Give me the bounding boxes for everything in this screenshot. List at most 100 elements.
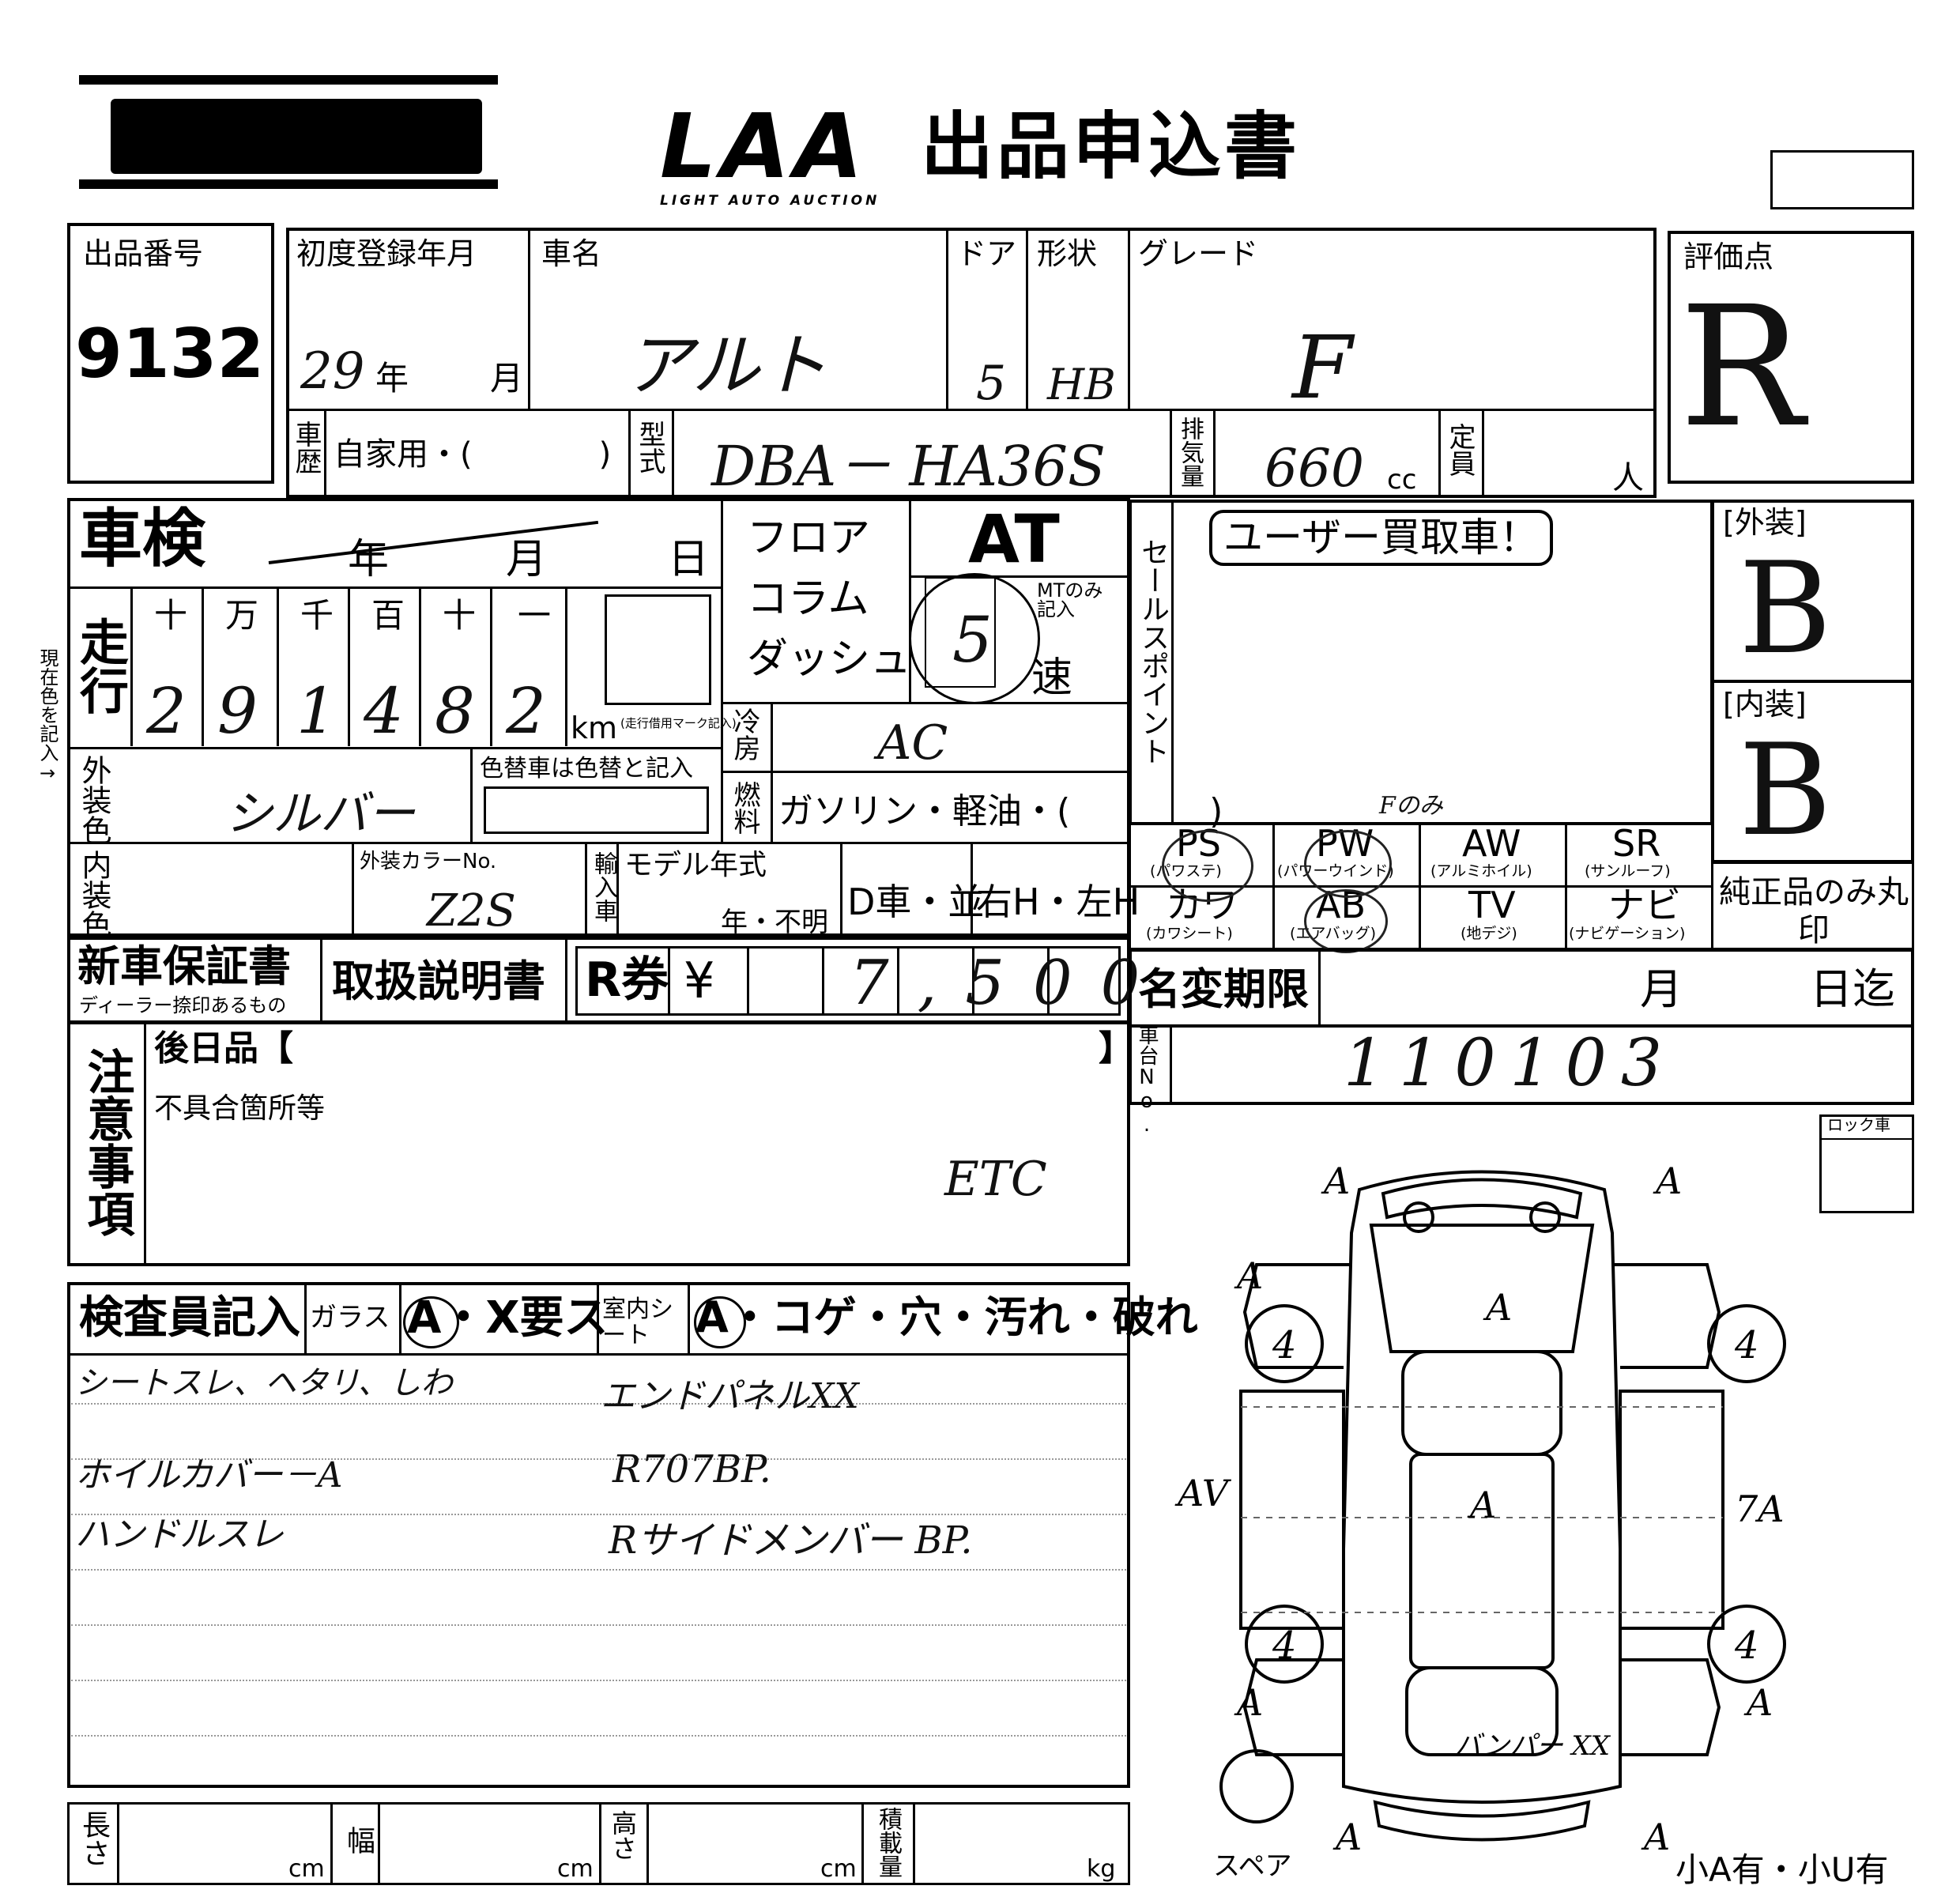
fuel-label: 燃料 bbox=[729, 781, 760, 835]
chassis-value: 110103 bbox=[1344, 1026, 1677, 1101]
tire-value-fr: 4 bbox=[1734, 1323, 1759, 1367]
lock-car-box bbox=[1819, 1114, 1914, 1213]
doors-label: ドア bbox=[956, 236, 1017, 271]
seat-circle bbox=[694, 1296, 746, 1348]
equip-circle-ps bbox=[1162, 830, 1253, 902]
blank-top-box bbox=[1770, 150, 1914, 209]
digit-header-1: 十 bbox=[154, 596, 188, 635]
shape-label: 形状 bbox=[1037, 236, 1098, 271]
mark-left-door: AV bbox=[1174, 1472, 1232, 1514]
tire-value-rr: 4 bbox=[1734, 1624, 1759, 1668]
user-buyback-badge: ユーザー買取車！ bbox=[1209, 510, 1553, 566]
model-year-label: モデル年式 bbox=[624, 849, 767, 881]
inspector-note-right-1: エンドパネルXX bbox=[601, 1376, 859, 1416]
equip-aw: AW bbox=[1462, 822, 1521, 865]
recycle-amount: 7,500 bbox=[850, 948, 1169, 1019]
sales-point-label: セールスポイント bbox=[1136, 537, 1169, 765]
later-items-close: 】 bbox=[1099, 1028, 1133, 1069]
dim-height-unit: cm bbox=[820, 1855, 857, 1883]
aircon-label: 冷房 bbox=[729, 707, 760, 761]
mileage-mark-box bbox=[605, 594, 711, 705]
equip-circle-ab bbox=[1304, 889, 1388, 953]
color-no-value: Z2S bbox=[427, 885, 516, 937]
model-year-options: 年・不明 bbox=[721, 907, 828, 938]
lot-box bbox=[67, 223, 274, 484]
displacement-unit: cc bbox=[1387, 464, 1417, 496]
recycle-box bbox=[575, 946, 1121, 1016]
page-title: 出品申込書 bbox=[921, 104, 1301, 189]
speed-circle bbox=[909, 573, 1040, 704]
mileage-digit-2: 9 bbox=[217, 674, 258, 748]
inspector-note-right-3: Rサイドメンバー BP. bbox=[609, 1518, 973, 1563]
exterior-grade-value: B bbox=[1739, 534, 1832, 682]
displacement-value: 660 bbox=[1265, 438, 1364, 499]
tire-value-rl: 4 bbox=[1272, 1624, 1297, 1668]
tire-rear-left bbox=[1245, 1605, 1324, 1684]
exterior-color-label: 外装色 bbox=[77, 755, 111, 845]
name-change-month: 月 bbox=[1640, 964, 1683, 1014]
spare-tire bbox=[1219, 1749, 1294, 1823]
inspector-note-left-2: ホイルカバー－A bbox=[75, 1455, 343, 1495]
headlight-right bbox=[1529, 1201, 1561, 1233]
model-type-label: 型式 bbox=[634, 421, 665, 474]
mileage-digit-3: 1 bbox=[296, 674, 337, 748]
color-side-note: 現在色を記入→ bbox=[36, 648, 58, 784]
mark-front-left: A bbox=[1321, 1160, 1350, 1202]
equip-navi: ナビ bbox=[1608, 884, 1681, 926]
grade-label: グレード bbox=[1138, 236, 1259, 271]
redacted-stamp bbox=[79, 75, 498, 194]
history-label: 車歴 bbox=[290, 421, 322, 474]
mark-rear-bottom-right: A bbox=[1641, 1816, 1670, 1858]
dim-load-label: 積載量 bbox=[874, 1807, 902, 1878]
first-registration-year: 29 bbox=[300, 342, 365, 401]
tire-front-left bbox=[1245, 1304, 1324, 1383]
inspection-year: 年 bbox=[348, 536, 390, 583]
mileage-unit-note: (走行借用マーク記入) bbox=[620, 716, 737, 730]
shift-option-dash: ダッシュ bbox=[747, 635, 912, 683]
equip-aw-sub: (アルミホイル) bbox=[1430, 862, 1532, 880]
vehicle-info-grid bbox=[286, 228, 1657, 498]
mark-rear-bottom-left: A bbox=[1332, 1816, 1362, 1858]
import-label: 輸入車 bbox=[590, 851, 617, 922]
capacity-unit: 人 bbox=[1612, 460, 1644, 496]
right-door bbox=[1619, 1390, 1724, 1630]
equip-navi-sub: (ナビゲーション) bbox=[1569, 925, 1686, 942]
car-diagram: 4 4 4 4 A A A A A A A A A AV 7A バンパー XX … bbox=[1174, 1160, 1786, 1882]
front-bumper bbox=[1381, 1178, 1583, 1220]
name-change-label: 名変期限 bbox=[1138, 964, 1309, 1014]
name-change-day: 日迄 bbox=[1810, 964, 1895, 1014]
digit-header-4: 百 bbox=[371, 596, 405, 635]
tire-front-right bbox=[1707, 1304, 1786, 1383]
glass-label: ガラス bbox=[310, 1302, 390, 1333]
mark-rear-left: A bbox=[1234, 1681, 1263, 1724]
dim-length-label: 長さ bbox=[77, 1810, 110, 1867]
chassis-box bbox=[1129, 1024, 1914, 1105]
logo-subtitle: LIGHT AUTO AUCTION bbox=[660, 193, 880, 209]
inspector-note-left-3: ハンドルスレ bbox=[75, 1514, 284, 1555]
capacity-label: 定員 bbox=[1444, 423, 1476, 477]
speed-value: 5 bbox=[952, 603, 993, 677]
dim-load-unit: kg bbox=[1087, 1855, 1116, 1883]
mt-note: MTのみ記入 bbox=[1037, 579, 1103, 620]
first-registration-label: 初度登録年月 bbox=[296, 236, 477, 271]
left-rear-fender bbox=[1242, 1658, 1344, 1756]
shape-value: HB bbox=[1047, 360, 1116, 409]
history-value: 自家用・( ) bbox=[334, 436, 612, 473]
rear-bumper bbox=[1373, 1800, 1591, 1842]
inspector-note-left-1: シートスレ、ヘタリ、しわ bbox=[75, 1365, 453, 1401]
dim-width-unit: cm bbox=[557, 1855, 594, 1883]
speed-unit: 速 bbox=[1031, 654, 1073, 702]
interior-color-label: 内装色 bbox=[77, 850, 111, 940]
equip-sr-sub: (サンルーフ) bbox=[1585, 862, 1671, 880]
aircon-value: AC bbox=[877, 715, 948, 771]
mark-roof: A bbox=[1467, 1484, 1496, 1526]
bonnet bbox=[1369, 1224, 1595, 1353]
interior-grade-value: B bbox=[1739, 716, 1832, 864]
car-name-label: 車名 bbox=[541, 236, 602, 271]
dimensions-row bbox=[67, 1802, 1130, 1885]
d-car-options: D車・並 bbox=[847, 881, 985, 923]
car-body-outline bbox=[1342, 1170, 1622, 1804]
recycle-label: R券 bbox=[585, 952, 669, 1008]
mileage-digit-6: 2 bbox=[506, 674, 546, 748]
inspection-day: 日 bbox=[668, 536, 710, 583]
